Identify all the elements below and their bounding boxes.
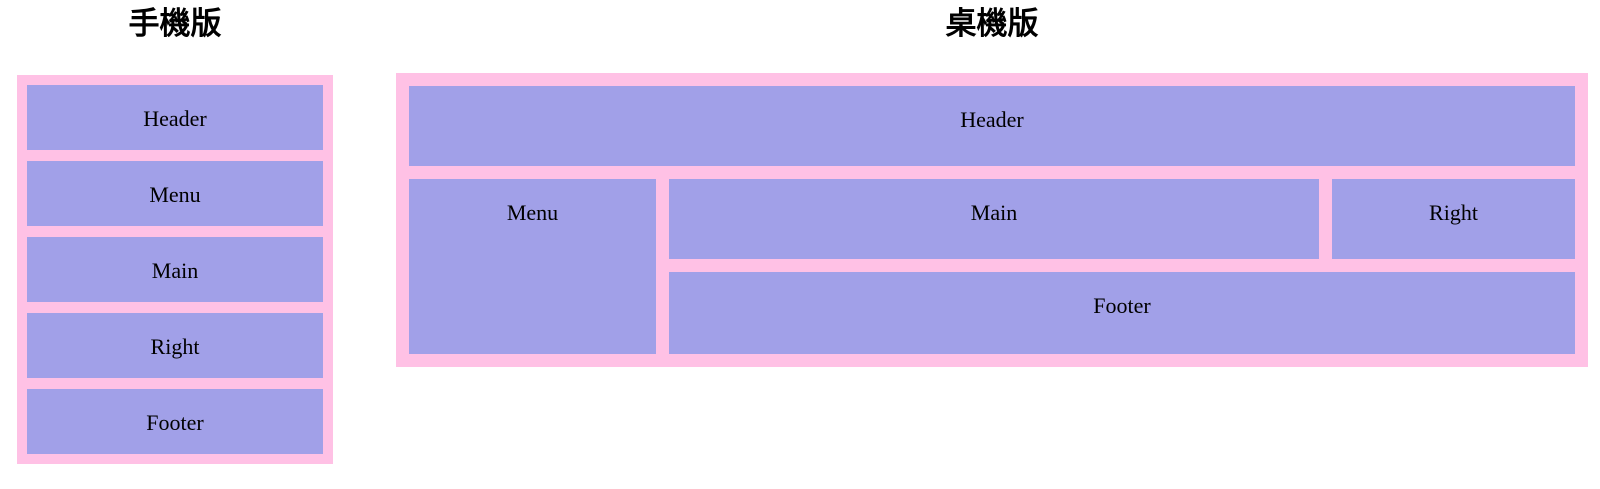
desktop-header-box: Header [409, 86, 1575, 166]
mobile-layout-title: 手機版 [128, 6, 222, 41]
desktop-layout-title: 桌機版 [945, 6, 1039, 41]
desktop-right-box: Right [1332, 179, 1575, 259]
desktop-layout-container: Header Menu Main Right Footer [396, 73, 1588, 367]
mobile-header-box: Header [27, 85, 323, 150]
desktop-footer-box: Footer [669, 272, 1575, 354]
desktop-main-box: Main [669, 179, 1319, 259]
mobile-right-box: Right [27, 313, 323, 378]
mobile-footer-box: Footer [27, 389, 323, 454]
desktop-menu-box: Menu [409, 179, 656, 354]
mobile-layout-container: Header Menu Main Right Footer [17, 75, 333, 464]
mobile-menu-box: Menu [27, 161, 323, 226]
mobile-main-box: Main [27, 237, 323, 302]
